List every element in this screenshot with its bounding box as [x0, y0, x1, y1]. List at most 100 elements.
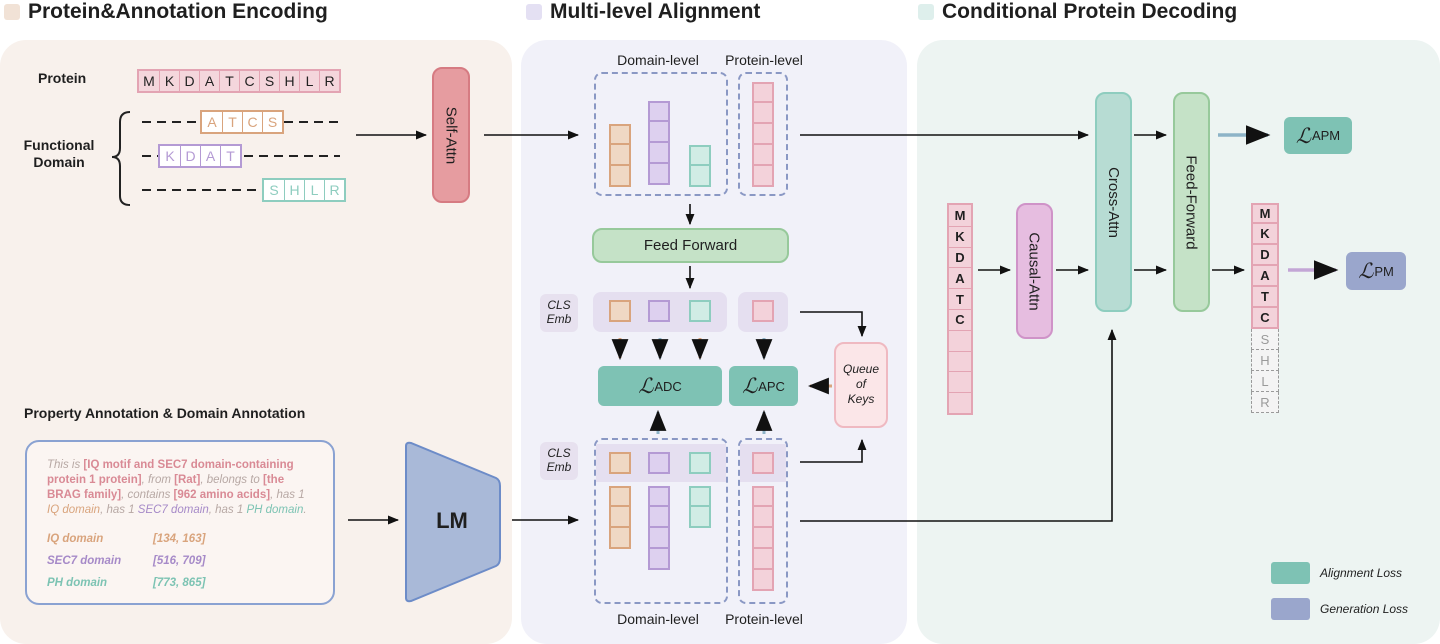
legend-alignment-label: Alignment Loss [1320, 566, 1403, 580]
purple-bar-top [648, 101, 670, 185]
annotation-p6: , has 1 [100, 504, 138, 516]
domain-range-row-3: PH domain[773, 865] [47, 572, 315, 594]
output-residue: T [1251, 287, 1279, 308]
annotation-d3: PH domain [246, 504, 304, 516]
loss-pm-subscript: PM [1374, 263, 1394, 279]
residue-s: S [269, 182, 279, 198]
feed-forward-decoder-label: Feed-Forward [1183, 154, 1201, 250]
encoding-title-square [4, 4, 20, 20]
lm-label: LM [436, 508, 468, 533]
cls-pink-bottom [752, 452, 774, 474]
input-residue: D [949, 246, 971, 268]
annotation-p7: , has 1 [208, 504, 247, 516]
future-residue: S [1251, 329, 1279, 350]
cls-orange-bottom [609, 452, 631, 474]
domain-level-label-bottom: Domain-level [617, 611, 699, 627]
annotation-p4: , contains [121, 489, 174, 501]
residue-m: M [143, 73, 155, 89]
cls-emb-top-1: CLS [547, 298, 571, 312]
output-residue: M [1251, 203, 1279, 224]
domain-level-box-top [594, 72, 728, 196]
residue-l: L [299, 71, 319, 91]
residue-a: A [200, 146, 220, 166]
annotation-b2: [Rat] [174, 474, 201, 486]
feed-forward-decoder-block: Feed-Forward [1173, 92, 1210, 312]
loss-apm-subscript: APM [1311, 128, 1341, 143]
encoding-title-text: Protein&Annotation Encoding [28, 0, 328, 23]
annotation-p5: , has 1 [270, 489, 305, 501]
legend-alignment-swatch [1271, 562, 1310, 584]
loss-apc-subscript: APC [758, 378, 785, 394]
cls-emb-top: CLS Emb [540, 294, 578, 332]
functional-domain-label: Functional Domain [22, 137, 96, 171]
output-residue: D [1251, 245, 1279, 266]
queue-label-2: of [855, 377, 866, 391]
cls-emb-top-2: Emb [546, 312, 572, 326]
domain-range-row-1: IQ domain [134, 163] [47, 528, 315, 550]
protein-level-box-top [738, 72, 788, 196]
teal-bar-top [689, 145, 711, 187]
cross-attn-label: Cross-Attn [1105, 166, 1123, 238]
lm-block [405, 441, 501, 603]
input-empty-slot [949, 371, 971, 392]
residue-s: S [262, 112, 282, 132]
output-residue: K [1251, 224, 1279, 245]
residue-c: C [239, 71, 259, 91]
input-empty-slot [949, 350, 971, 372]
cls-pink-top [752, 300, 774, 322]
input-residue: K [949, 225, 971, 247]
cls-purple-top [648, 300, 670, 322]
annotation-d2: SEC7 domain [137, 504, 209, 516]
alignment-title-square [526, 4, 542, 20]
legend-generation-label: Generation Loss [1320, 602, 1409, 616]
purple-bar-bottom [648, 486, 670, 570]
functional-domain-brace [111, 111, 131, 206]
residue-h: H [284, 180, 304, 200]
cls-purple-bottom [648, 452, 670, 474]
residue-d: D [180, 146, 200, 166]
residue-t: T [219, 71, 239, 91]
domain-range-row-2: SEC7 domain[516, 709] [47, 550, 315, 572]
cls-emb-bottom-2: Emb [546, 460, 572, 474]
cls-teal-top [689, 300, 711, 322]
domain-range-1: [134, 163] [153, 533, 206, 545]
residue-h: H [279, 71, 299, 91]
orange-bar-top [609, 124, 631, 187]
annotation-p3: , belongs to [200, 474, 264, 486]
teal-bar-bottom [689, 486, 711, 528]
cls-emb-bottom: CLS Emb [540, 442, 578, 480]
cls-orange-top [609, 300, 631, 322]
encoding-title: Protein&Annotation Encoding [4, 0, 328, 24]
domain-level-label-top: Domain-level [617, 52, 699, 68]
alignment-title-text: Multi-level Alignment [550, 0, 761, 23]
residue-t: T [222, 112, 242, 132]
domain-name-2: SEC7 domain [47, 555, 122, 567]
annotation-b1: [IQ motif and SEC7 domain-containing pro… [47, 459, 294, 486]
legend-generation-swatch [1271, 598, 1310, 620]
feed-forward-label: Feed Forward [643, 237, 738, 254]
queue-label-3: Keys [847, 392, 875, 406]
annotation-d1: IQ domain [47, 504, 101, 516]
decoding-title-square [918, 4, 934, 20]
protein-level-box-bottom [738, 438, 788, 604]
causal-attn-label: Causal-Attn [1026, 231, 1043, 311]
orange-bar-bottom [609, 486, 631, 549]
output-residue: C [1251, 308, 1279, 329]
self-attn-block: Self-Attn [432, 67, 470, 203]
protein-level-label-top: Protein-level [725, 52, 803, 68]
queue-of-keys: Queue of Keys [834, 342, 888, 428]
input-empty-slot [949, 329, 971, 351]
protein-level-label-bottom: Protein-level [725, 611, 803, 627]
cross-attn-block: Cross-Attn [1095, 92, 1132, 312]
residue-a: A [199, 71, 219, 91]
domain-name-1: IQ domain [47, 533, 104, 545]
residue-k: K [159, 71, 179, 91]
